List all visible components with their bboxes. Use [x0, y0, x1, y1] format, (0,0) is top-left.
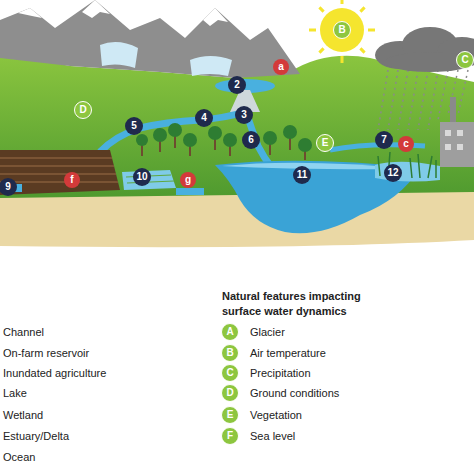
- feature-letter: A: [221, 323, 239, 341]
- glacier-ice: [100, 42, 138, 68]
- tree: [168, 123, 182, 137]
- feature-letter: E: [221, 406, 239, 424]
- tree: [136, 134, 148, 146]
- legend-label: Lake: [3, 386, 27, 400]
- glacier-ice: [190, 56, 232, 76]
- rain-streak: [378, 70, 388, 130]
- tree: [263, 131, 277, 145]
- tree: [223, 133, 237, 147]
- callout-number: 2: [228, 76, 246, 94]
- factory-building: [440, 122, 474, 167]
- callout-number: 5: [125, 117, 143, 135]
- feature-letter: F: [221, 427, 239, 445]
- legend-label: Inundated agriculture: [3, 366, 106, 380]
- feature-letter: B: [221, 344, 239, 362]
- tree: [183, 133, 197, 147]
- legend-label: Glacier: [250, 325, 285, 339]
- legend-label: Ground conditions: [250, 386, 339, 400]
- feature-letter: E: [316, 134, 334, 152]
- snow-cap: [18, 8, 42, 18]
- rain-cloud: [375, 27, 474, 72]
- legend-label: Ocean: [3, 450, 35, 464]
- rain-streak: [458, 70, 468, 115]
- snow-cap: [82, 0, 110, 18]
- callout-letter: c: [398, 136, 414, 152]
- legend-label: Estuary/Delta: [3, 429, 69, 443]
- snow-cap: [203, 8, 228, 26]
- legend-heading: Natural features impacting surface water…: [222, 289, 392, 319]
- callout-letter: a: [273, 59, 289, 75]
- tree: [283, 125, 297, 139]
- cloud-puff: [385, 52, 474, 72]
- rain-streak: [408, 70, 418, 130]
- factory-windows: [445, 130, 463, 150]
- feature-letter: C: [221, 364, 239, 382]
- factory-chimney: [450, 97, 456, 122]
- mountain-range: [0, 0, 300, 78]
- legend-label: Air temperature: [250, 346, 326, 360]
- rain-streak: [438, 70, 448, 120]
- tree: [153, 128, 167, 142]
- feature-letter: D: [74, 101, 92, 119]
- farm-fields: [0, 150, 120, 195]
- callout-number: 12: [384, 164, 402, 182]
- feature-letter: D: [221, 384, 239, 402]
- rain-streak: [388, 70, 398, 130]
- rain-streak: [428, 70, 438, 130]
- callout-letter: g: [180, 172, 196, 188]
- callout-number: 3: [235, 106, 253, 124]
- sun-rays: [309, 0, 375, 63]
- callout-number: 10: [133, 168, 151, 186]
- callout-number: 4: [195, 109, 213, 127]
- rain-streak: [418, 70, 428, 130]
- callout-letter: f: [64, 172, 80, 188]
- legend-label: Channel: [3, 325, 44, 339]
- field-furrows: [0, 158, 118, 182]
- callout-number: 7: [375, 131, 393, 149]
- rain-streak: [398, 70, 408, 130]
- legend-label: Wetland: [3, 408, 43, 422]
- trees: [136, 123, 312, 152]
- feature-letter: C: [456, 51, 474, 69]
- feature-letter: B: [333, 21, 351, 39]
- lake-basin: [215, 161, 420, 234]
- legend-label: Precipitation: [250, 366, 311, 380]
- legend-label: Vegetation: [250, 408, 302, 422]
- callout-number: 6: [242, 131, 260, 149]
- callout-number: 11: [293, 166, 311, 184]
- tree: [208, 126, 222, 140]
- farm-reservoir: [176, 188, 204, 195]
- rain: [378, 70, 468, 130]
- legend-label: Sea level: [250, 429, 295, 443]
- legend-label: On-farm reservoir: [3, 346, 89, 360]
- river-channel: [100, 112, 245, 152]
- sun: [320, 8, 364, 52]
- callout-number: 9: [0, 178, 17, 196]
- tree: [298, 138, 312, 152]
